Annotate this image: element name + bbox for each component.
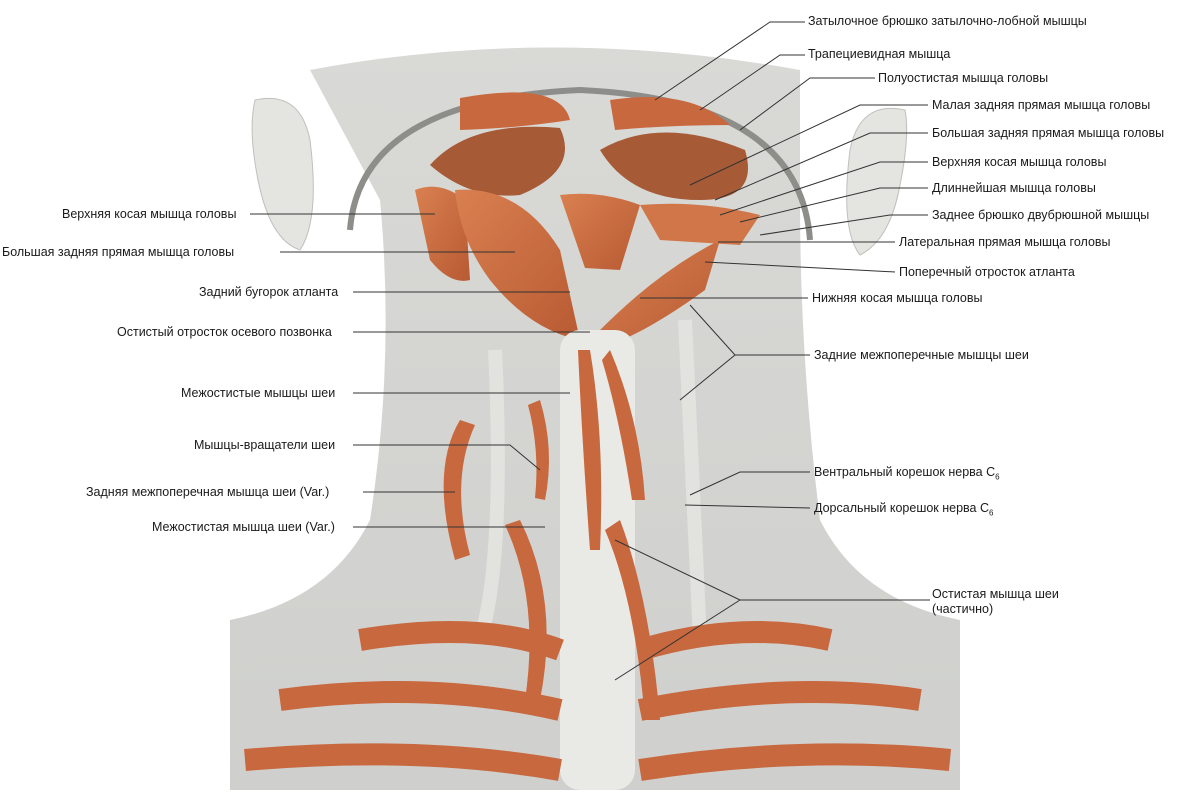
- label-intertransversarii-posterior: Задние межпоперечные мышцы шеи: [814, 348, 1029, 362]
- label-axis-spinous-process: Остистый отросток осевого позвонка: [117, 325, 332, 339]
- label-spinalis-cervicis: Остистая мышца шеи (частично): [932, 587, 1059, 616]
- label-rectus-capitis-posterior-major-left: Большая задняя прямая мышца головы: [2, 245, 235, 259]
- label-obliquus-capitis-inferior: Нижняя косая мышца головы: [812, 291, 983, 305]
- label-rectus-capitis-posterior-major-right: Большая задняя прямая мышца головы: [932, 126, 1165, 140]
- ribs: [244, 621, 952, 781]
- occipital-muscle-region: [430, 92, 748, 200]
- deep-neck-muscles: [443, 350, 660, 720]
- label-semispinalis-capitis: Полуостистая мышца головы: [878, 71, 1049, 85]
- label-digastric-posterior: Заднее брюшко двубрюшной мышцы: [932, 208, 1150, 222]
- label-interspinalis-var: Межостистая мышца шеи (Var.): [152, 520, 335, 534]
- label-atlas-posterior-tubercle: Задний бугорок атланта: [199, 285, 339, 299]
- label-interspinales: Межостистые мышцы шеи: [181, 386, 336, 400]
- label-obliquus-capitis-superior-left: Верхняя косая мышца головы: [62, 207, 237, 221]
- label-dorsal-root: Дорсальный корешок нерва С6: [814, 501, 994, 518]
- label-occipital-belly: Затылочное брюшко затылочно-лобной мышцы: [808, 14, 1087, 28]
- leader-lines-left: [250, 213, 590, 528]
- label-rotatores: Мышцы-вращатели шеи: [194, 438, 336, 452]
- label-rectus-capitis-lateralis: Латеральная прямая мышца головы: [899, 235, 1111, 249]
- suboccipital-muscles: [415, 186, 760, 345]
- label-rectus-capitis-posterior-minor: Малая задняя прямая мышца головы: [932, 98, 1151, 112]
- label-longissimus-capitis: Длиннейшая мышца головы: [932, 181, 1096, 195]
- label-intertransversarius-var: Задняя межпоперечная мышца шеи (Var.): [86, 485, 330, 499]
- leader-lines-right: [614, 21, 930, 681]
- label-obliquus-capitis-superior-right: Верхняя косая мышца головы: [932, 155, 1107, 169]
- label-trapezius: Трапециевидная мышца: [808, 47, 951, 61]
- label-atlas-transverse-process: Поперечный отросток атланта: [899, 265, 1075, 279]
- label-ventral-root: Вентральный корешок нерва С6: [814, 465, 1000, 482]
